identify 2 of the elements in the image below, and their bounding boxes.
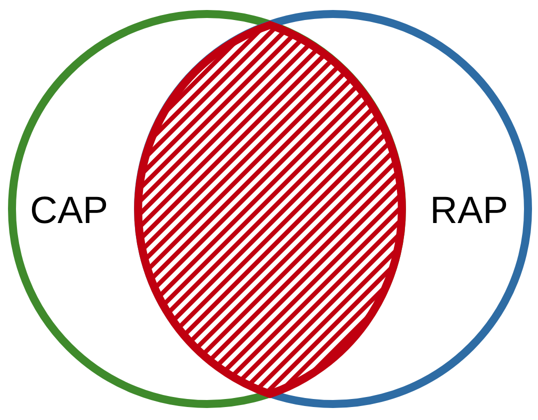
set-label: CAP [30, 192, 108, 230]
set-label: RAP [430, 192, 508, 230]
